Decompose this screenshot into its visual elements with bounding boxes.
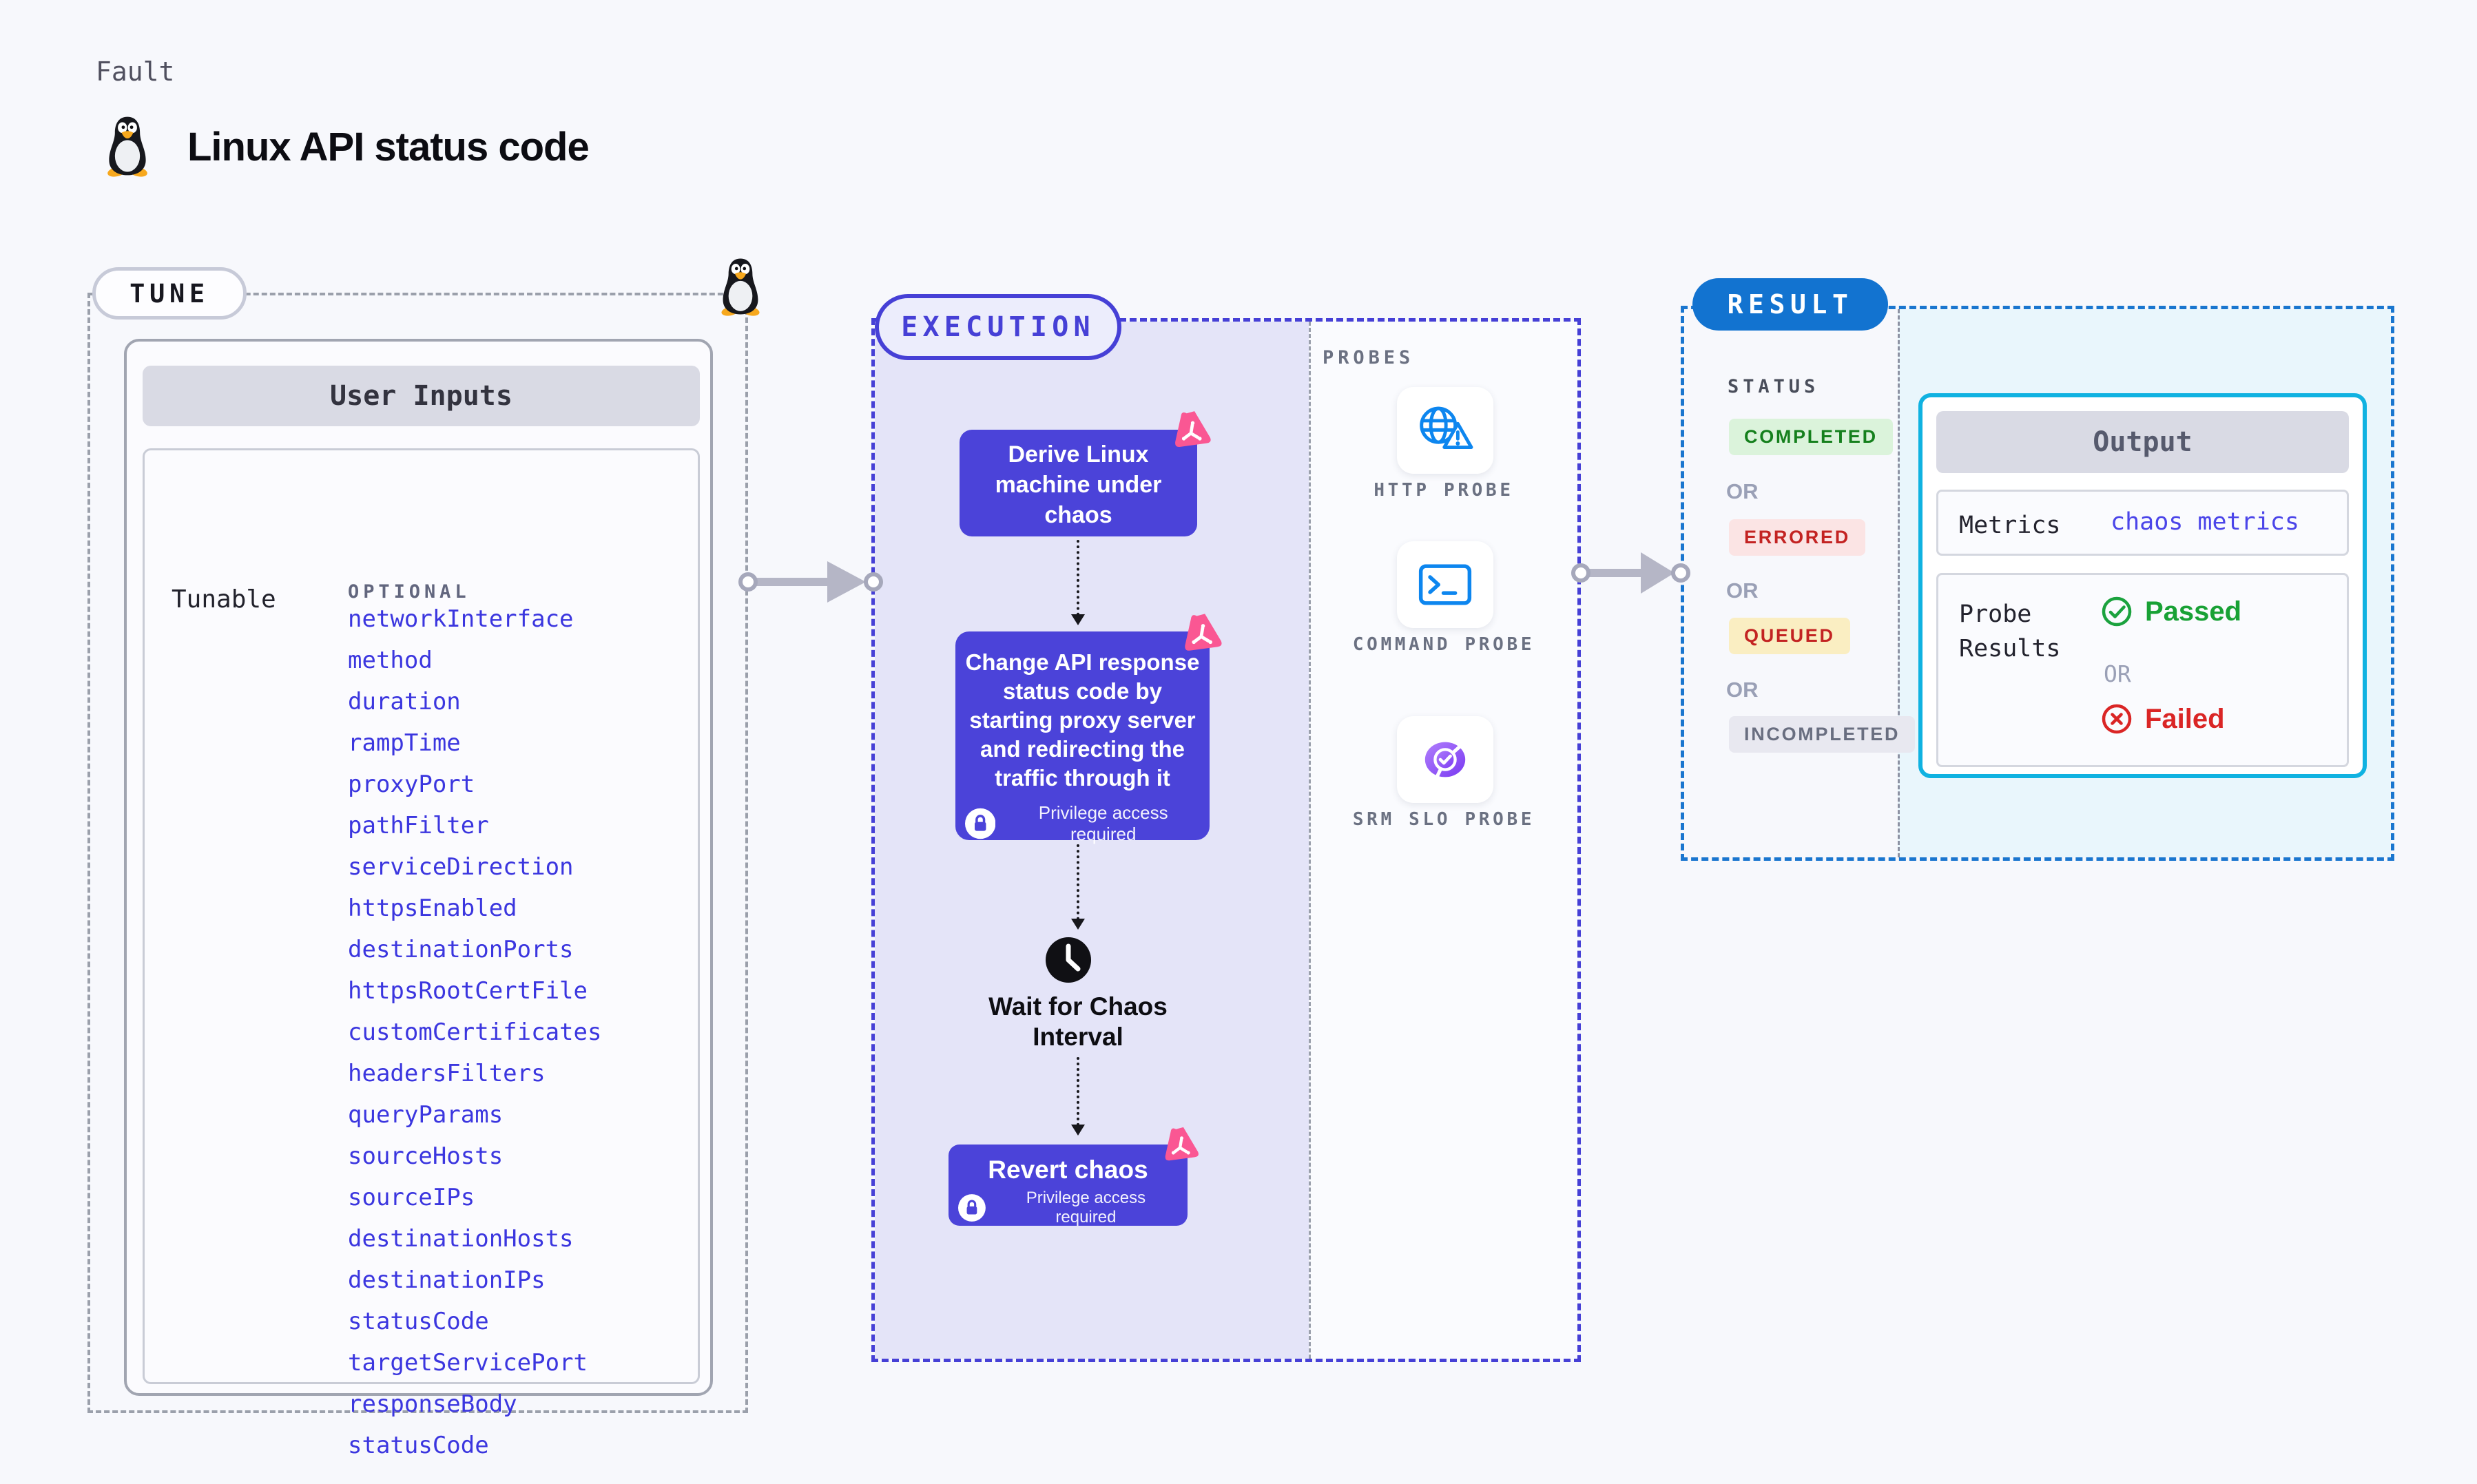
srm-slo-probe-label: SRM SLO PROBE [1352, 809, 1535, 830]
srm-slo-donut-check-icon [1424, 742, 1466, 778]
tunable-link[interactable]: httpsRootCertFile [348, 977, 588, 1005]
output-card-header: Output [1936, 411, 2349, 473]
flow-connector-down [1071, 1057, 1085, 1136]
privilege-note-label: Privilege access required [1026, 1189, 1146, 1226]
metrics-row: Metrics chaos metrics [1936, 490, 2349, 556]
step-inject-node: Change API response status code by start… [955, 631, 1210, 844]
step-inject-label: Change API response status code by start… [965, 649, 1200, 791]
tunables-listbox: Tunable OPTIONAL networkInterface method… [143, 448, 700, 1459]
verdict-passed: Passed [2101, 596, 2241, 627]
result-pill-label: RESULT [1727, 289, 1854, 320]
chaos-badge-icon [1165, 1127, 1199, 1161]
command-probe-card [1397, 541, 1493, 628]
or-separator: OR [2104, 660, 2131, 687]
lock-icon [958, 1194, 986, 1222]
status-title: STATUS [1728, 376, 1820, 397]
probe-results-label: Probe Results [1959, 600, 2061, 662]
passed-check-icon [2102, 596, 2132, 627]
tunable-link[interactable]: statusCode [348, 1432, 489, 1459]
optional-column-label: OPTIONAL [348, 581, 470, 603]
tunable-link[interactable]: sourceIPs [348, 1184, 475, 1211]
passed-label: Passed [2145, 596, 2242, 627]
command-probe-terminal-icon [1418, 564, 1472, 605]
page-title: Linux API status code [187, 125, 590, 169]
execution-pill-label: EXECUTION [901, 311, 1095, 343]
tune-region [87, 293, 748, 1413]
probe-results-row: Probe Results Passed OR Failed [1936, 573, 2349, 767]
tunable-link[interactable]: networkInterface [348, 605, 574, 633]
status-badge-incompleted: INCOMPLETED [1729, 716, 1916, 753]
clock-icon [1046, 937, 1091, 983]
status-badge-errored: ERRORED [1729, 519, 1865, 556]
flow-connector-down [1071, 844, 1085, 930]
step-derive-label: Derive Linux machine under chaos [995, 441, 1162, 528]
tunable-link[interactable]: rampTime [348, 729, 461, 757]
failed-x-icon [2102, 704, 2132, 734]
privilege-note-row: Privilege access required [965, 802, 1200, 845]
tunable-link[interactable]: customCertificates [348, 1018, 602, 1046]
http-probe-card [1397, 387, 1493, 474]
user-inputs-header: User Inputs [143, 366, 700, 426]
tunable-link[interactable]: targetServicePort [348, 1349, 588, 1377]
privilege-note-row: Privilege access required [958, 1189, 1178, 1227]
srm-slo-probe-card [1397, 716, 1493, 803]
or-separator: OR [1726, 578, 1759, 603]
tunable-link[interactable]: destinationHosts [348, 1225, 574, 1253]
flow-arrow-execution-to-result [1571, 552, 1690, 594]
tunable-link[interactable]: statusCode [348, 1308, 489, 1335]
user-inputs-card: User Inputs Tunable OPTIONAL networkInte… [124, 339, 713, 1459]
tunable-link[interactable]: destinationIPs [348, 1266, 546, 1294]
probes-area [1309, 322, 1577, 1359]
step-wait-label: Wait for Chaos Interval [988, 992, 1168, 1051]
output-card: Output Metrics chaos metrics Probe Resul… [1918, 393, 2367, 778]
tunable-link[interactable]: duration [348, 688, 461, 715]
tunable-link[interactable]: method [348, 647, 433, 674]
fault-kicker: Fault [96, 56, 175, 87]
chaos-badge-icon [1185, 614, 1222, 651]
tune-pill-label: TUNE [129, 278, 209, 309]
http-probe-label: HTTP PROBE [1374, 480, 1514, 501]
tunable-link[interactable]: queryParams [348, 1101, 504, 1129]
chaos-badge-icon [1175, 411, 1211, 447]
result-pill: RESULT [1692, 278, 1888, 331]
tunable-row-label: Tunable [172, 585, 276, 614]
tunable-link[interactable]: serviceDirection [348, 853, 574, 881]
or-separator: OR [1726, 479, 1759, 503]
or-separator: OR [1726, 678, 1759, 702]
lock-icon [965, 808, 996, 839]
http-probe-globe-warning-icon [1420, 406, 1473, 449]
command-probe-label: COMMAND PROBE [1352, 634, 1535, 655]
tunable-link[interactable]: proxyPort [348, 771, 475, 798]
tunable-link[interactable]: responseBody [348, 1390, 517, 1418]
step-revert-label: Revert chaos [988, 1156, 1148, 1184]
tunable-link[interactable]: headersFilters [348, 1060, 546, 1087]
tux-penguin-corner-icon [721, 258, 760, 316]
status-badge-queued: QUEUED [1729, 618, 1850, 654]
failed-label: Failed [2145, 703, 2225, 734]
step-revert-node: Revert chaos Privilege access required [949, 1145, 1188, 1226]
tunable-link[interactable]: pathFilter [348, 812, 489, 839]
metrics-label: Metrics [1959, 512, 2061, 539]
verdict-failed: Failed [2101, 703, 2225, 735]
tunables-list: networkInterface method duration rampTim… [348, 598, 601, 1466]
tunable-link[interactable]: destinationPorts [348, 936, 574, 963]
tux-penguin-icon [107, 116, 147, 177]
status-badge-completed: COMPLETED [1729, 419, 1893, 455]
tunable-link[interactable]: sourceHosts [348, 1142, 504, 1170]
privilege-note-label: Privilege access required [1038, 802, 1168, 844]
flow-connector-down [1071, 540, 1085, 625]
probes-title: PROBES [1323, 347, 1415, 368]
tunable-link[interactable]: httpsEnabled [348, 895, 517, 922]
tune-pill: TUNE [92, 267, 247, 320]
flow-arrow-tune-to-execution [738, 561, 883, 603]
execution-pill: EXECUTION [875, 294, 1121, 360]
metrics-value-link[interactable]: chaos metrics [2111, 508, 2299, 536]
step-derive-node: Derive Linux machine under chaos [960, 430, 1197, 536]
